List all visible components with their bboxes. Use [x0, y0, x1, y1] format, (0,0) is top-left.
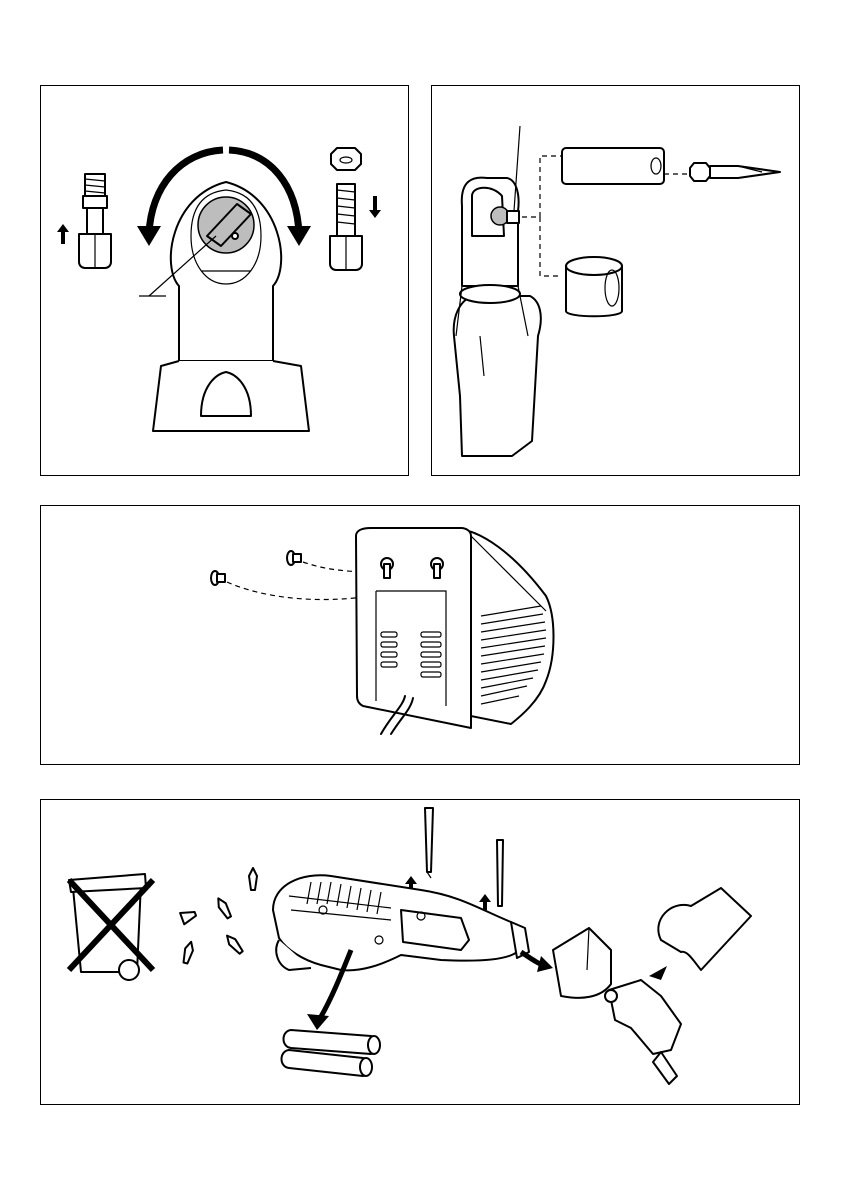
batteries-illustration — [282, 1030, 381, 1076]
extension-bar-illustration — [562, 148, 664, 184]
charger-illustration — [356, 528, 554, 734]
ratchet-head-illustration — [139, 182, 281, 361]
bolt-tighten-illustration — [330, 148, 362, 270]
screw-icon — [211, 571, 225, 585]
screwdriver-icon — [425, 808, 433, 878]
screwdriver-bit-illustration — [690, 163, 780, 181]
wrench-icon — [649, 888, 751, 980]
tool-body-illustration — [153, 361, 309, 431]
socket-bit-panel — [431, 85, 800, 476]
socket-illustration — [566, 257, 622, 316]
screwdriver-icon — [497, 840, 503, 906]
screw-icon — [287, 551, 301, 565]
ratchet-tool-illustration — [454, 126, 541, 456]
battery-disposal-panel — [40, 799, 800, 1105]
end-cap-illustration — [553, 928, 611, 998]
battery-disposal-illustration — [41, 800, 801, 1106]
socket-bit-illustration — [432, 86, 801, 477]
charger-mount-illustration — [41, 506, 801, 766]
ratchet-illustration — [41, 86, 410, 477]
charger-mount-panel — [40, 505, 800, 765]
arrow-down-icon — [369, 196, 381, 218]
tool-housing-illustration — [273, 875, 529, 970]
crossed-out-bin-icon — [69, 874, 153, 980]
bolt-loosen-illustration — [79, 174, 111, 268]
ratchet-head-illustration — [605, 980, 681, 1084]
screw-icon — [180, 868, 257, 964]
ratchet-direction-panel — [40, 85, 409, 476]
arrow-up-icon — [57, 224, 69, 244]
